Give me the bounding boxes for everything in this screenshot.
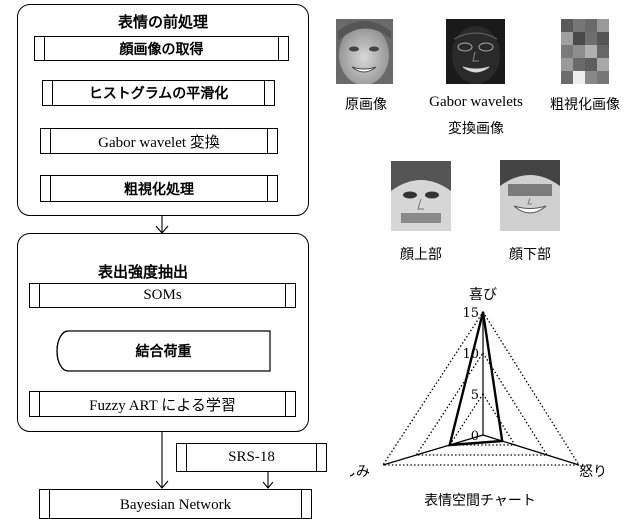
radar-series-polygon (448, 311, 504, 447)
weights-storage-shape (56, 330, 271, 372)
radar-axis-2 (382, 434, 484, 466)
gabor-face-image (446, 19, 505, 84)
step-acquire-face: 顔画像の取得 (34, 36, 289, 61)
radar-axis-label: 喜び (469, 287, 497, 303)
lower-face-caption: 顔下部 (509, 247, 551, 263)
radar-series (448, 311, 504, 447)
coarse-image-caption: 粗視化画像 (550, 97, 620, 113)
coarse-face-image (561, 19, 609, 84)
step-coarse: 粗視化処理 (40, 175, 278, 202)
step-gabor: Gabor wavelet 変換 (40, 128, 278, 154)
radar-tick-label: 10 (462, 347, 479, 362)
radar-axes (382, 312, 580, 466)
radar-tick-label: 5 (471, 388, 479, 403)
step-histogram: ヒストグラムの平滑化 (42, 80, 275, 106)
bayesian-network-box: Bayesian Network (39, 489, 312, 519)
radar-tick-label: 0 (471, 429, 479, 444)
radar-axis-1 (482, 434, 580, 466)
weights-label: 結合荷重 (135, 344, 192, 360)
srs18-box: SRS-18 (176, 443, 327, 472)
radar-axis-label: 悲しみ (350, 463, 370, 480)
preprocess-title: 表情の前処理 (117, 13, 208, 31)
gabor-image-caption-2: 変換画像 (448, 121, 504, 137)
radar-grid-ring-15 (381, 310, 581, 466)
extraction-title: 表出強度抽出 (98, 263, 189, 281)
soms-box: SOMs (29, 283, 296, 308)
original-image-caption: 原画像 (345, 97, 387, 113)
gabor-image-caption-1: Gabor wavelets (429, 94, 523, 110)
lower-face-image (500, 160, 560, 231)
upper-face-caption: 顔上部 (400, 247, 442, 263)
radar-axis-label: 怒り (579, 464, 607, 480)
radar-chart-title: 表情空間チャート (424, 493, 536, 509)
original-face-image (336, 19, 393, 84)
fuzzy-art-box: Fuzzy ART による学習 (29, 391, 296, 417)
radar-grid-ring-10 (415, 351, 549, 456)
radar-tick-labels: 0 5 10 15 (462, 306, 479, 444)
upper-face-image (391, 161, 451, 231)
radar-tick-label: 15 (462, 306, 479, 321)
